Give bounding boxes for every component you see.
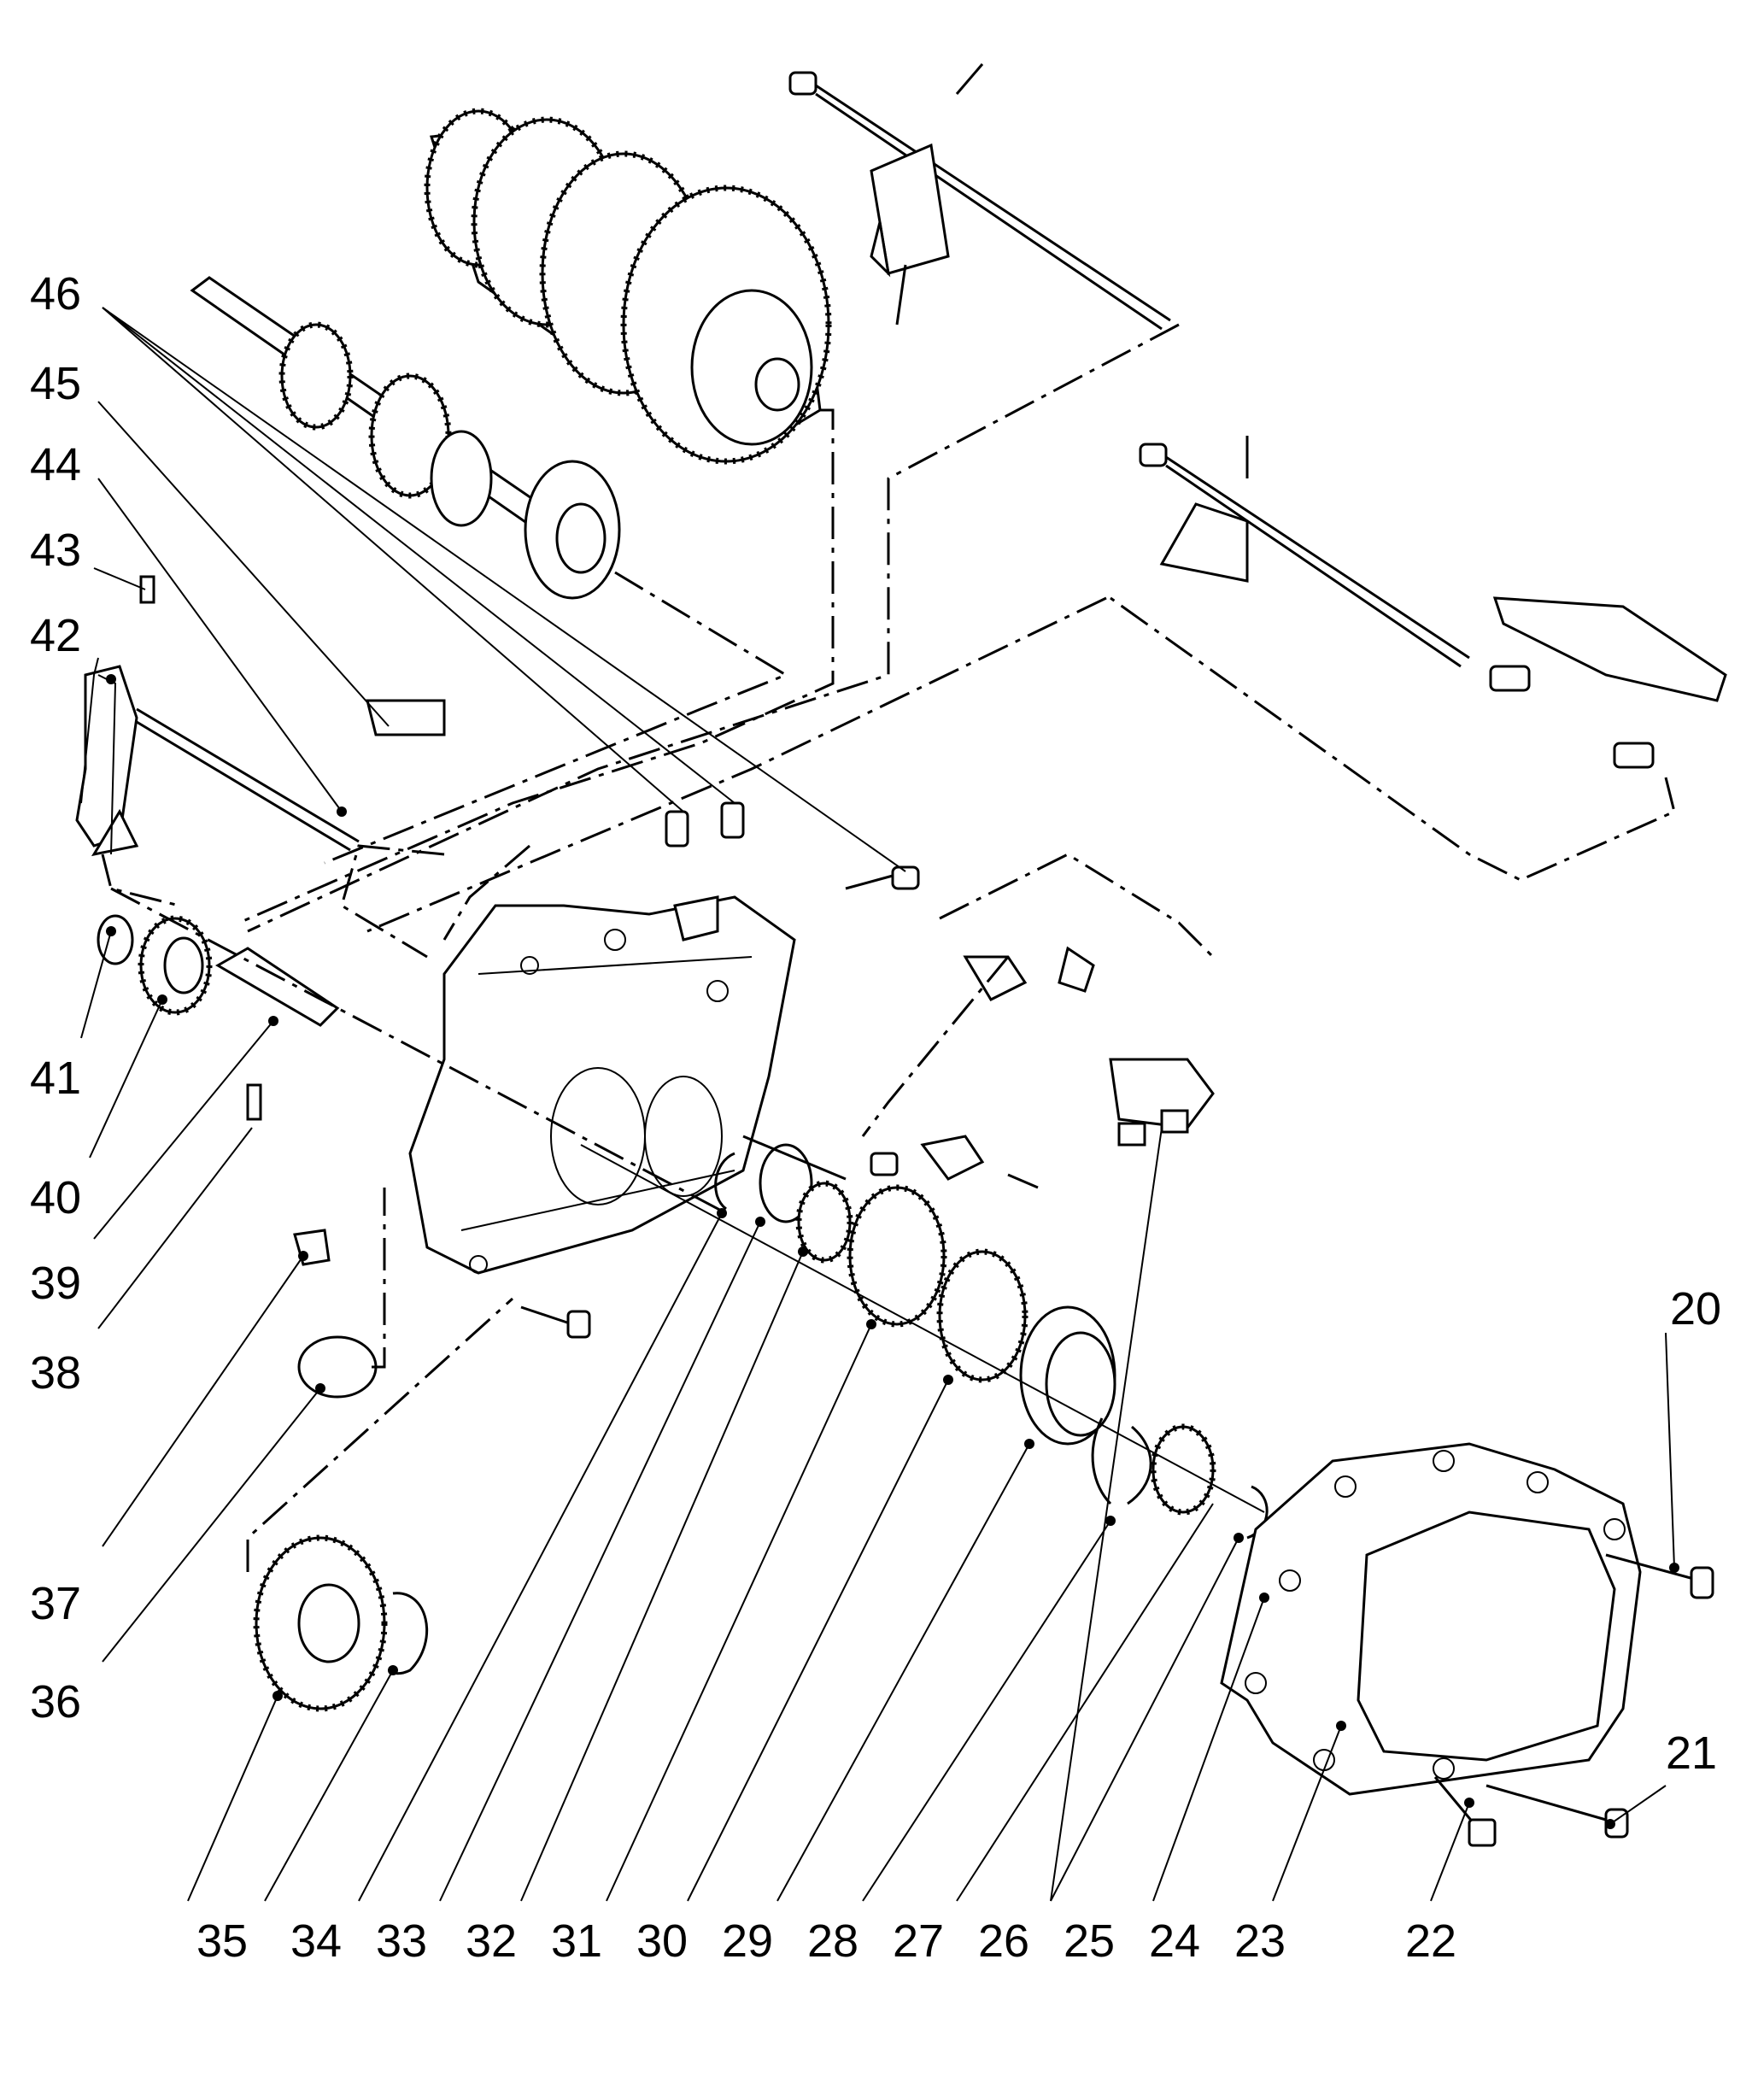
callout-25: 25 <box>1064 1915 1115 1967</box>
callout-31: 31 <box>551 1915 602 1967</box>
index-dots <box>106 674 1679 1829</box>
assembly-lines <box>101 323 1676 1215</box>
callout-29: 29 <box>722 1915 773 1967</box>
callout-23: 23 <box>1234 1915 1286 1967</box>
callout-21: 21 <box>1666 1728 1717 1779</box>
main-gear-cluster <box>424 108 832 465</box>
bolts <box>520 801 1714 1847</box>
main-shaft <box>190 276 621 600</box>
callout-39: 39 <box>30 1258 81 1309</box>
callout-36: 36 <box>30 1676 81 1728</box>
callout-40: 40 <box>30 1172 81 1223</box>
shift-fork-right <box>1139 436 1727 769</box>
callout-37: 37 <box>30 1578 81 1629</box>
callout-labels: 46 45 44 43 42 41 40 39 38 37 36 20 21 2… <box>30 268 1721 1967</box>
left-small-parts <box>97 914 386 1399</box>
callout-20: 20 <box>1670 1283 1721 1334</box>
callout-35: 35 <box>196 1915 248 1967</box>
shift-fork-left <box>75 575 446 857</box>
callout-41: 41 <box>30 1053 81 1104</box>
rear-cover <box>1220 1442 1642 1796</box>
leader-lines <box>80 307 1675 1902</box>
callout-27: 27 <box>893 1915 944 1967</box>
callout-34: 34 <box>290 1915 342 1967</box>
gear-stack <box>580 1143 1269 1540</box>
callout-22: 22 <box>1405 1915 1456 1967</box>
lower-left-gear <box>246 1297 514 1712</box>
callout-44: 44 <box>30 439 81 490</box>
interlock-parts <box>742 946 1215 1189</box>
transmission-case <box>408 895 796 1275</box>
callout-46: 46 <box>30 268 81 320</box>
shift-fork-upper <box>788 63 1171 331</box>
callout-28: 28 <box>807 1915 858 1967</box>
callout-26: 26 <box>978 1915 1029 1967</box>
callout-24: 24 <box>1149 1915 1200 1967</box>
callout-32: 32 <box>466 1915 517 1967</box>
callout-38: 38 <box>30 1347 81 1399</box>
callout-43: 43 <box>30 525 81 576</box>
callout-42: 42 <box>30 610 81 661</box>
callout-33: 33 <box>376 1915 427 1967</box>
callout-45: 45 <box>30 358 81 409</box>
callout-30: 30 <box>636 1915 688 1967</box>
